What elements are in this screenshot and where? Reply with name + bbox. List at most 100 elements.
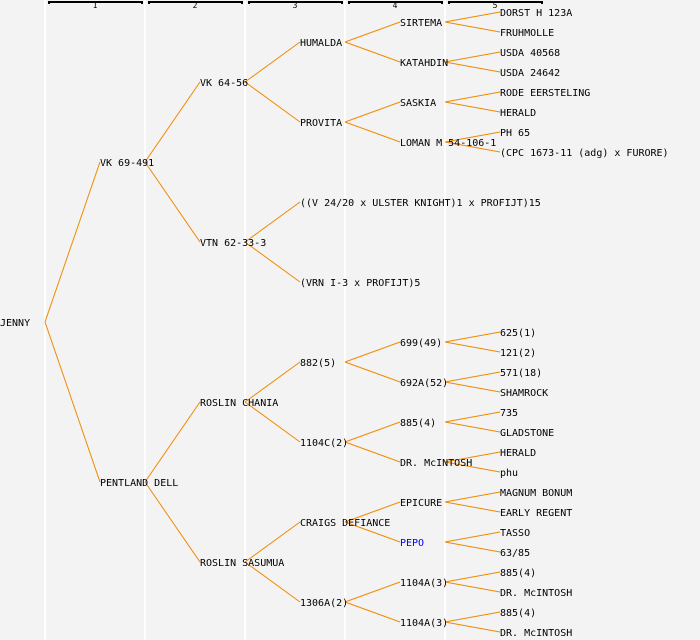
pedigree-node: 1104A(3) xyxy=(400,578,449,589)
pedigree-node: VTN 62-33-3 xyxy=(200,238,267,249)
pedigree-link[interactable]: PEPO xyxy=(400,538,425,549)
pedigree-node: 735 xyxy=(500,408,519,419)
pedigree-connector xyxy=(344,501,401,523)
pedigree-node: USDA 24642 xyxy=(500,68,561,79)
pedigree-connector xyxy=(244,81,301,123)
pedigree-node: 699(49) xyxy=(400,338,443,349)
pedigree-connector xyxy=(44,321,101,483)
column-separator xyxy=(344,0,346,640)
pedigree-connector xyxy=(344,341,401,363)
pedigree-connector xyxy=(244,561,301,603)
pedigree-connector xyxy=(444,371,501,383)
pedigree-connector xyxy=(444,21,501,33)
pedigree-connector xyxy=(444,141,501,153)
pedigree-connector xyxy=(344,361,401,383)
pedigree-node: PENTLAND DELL xyxy=(100,478,179,489)
pedigree-node: 882(5) xyxy=(300,358,337,369)
pedigree-node: JENNY xyxy=(0,318,31,329)
pedigree-connector xyxy=(144,161,201,243)
pedigree-connector xyxy=(244,521,301,563)
pedigree-node: KATAHDIN xyxy=(400,58,449,69)
pedigree-connector xyxy=(244,361,301,403)
pedigree-node: 625(1) xyxy=(500,328,537,339)
pedigree-node: 1104A(3) xyxy=(400,618,449,629)
pedigree-node: RODE EERSTELING xyxy=(500,88,591,99)
pedigree-node: USDA 40568 xyxy=(500,48,561,59)
pedigree-node: ROSLIN SASUMUA xyxy=(200,558,285,569)
pedigree-connector xyxy=(444,571,501,583)
pedigree-node: VK 64-56 xyxy=(200,78,249,89)
pedigree-connector xyxy=(444,411,501,423)
pedigree-connector xyxy=(344,421,401,443)
pedigree-connector xyxy=(444,331,501,343)
pedigree-connector xyxy=(444,51,501,63)
pedigree-node: TASSO xyxy=(500,528,531,539)
pedigree-node: DR. McINTOSH xyxy=(500,628,573,639)
pedigree-node: SHAMROCK xyxy=(500,388,549,399)
pedigree-node: 63/85 xyxy=(500,548,531,559)
pedigree-node: (CPC 1673-11 (adg) x FURORE) xyxy=(500,148,669,159)
generation-number: 2 xyxy=(192,1,198,10)
generation-number: 1 xyxy=(92,1,98,10)
pedigree-connector xyxy=(444,451,501,463)
generation-bracket xyxy=(348,1,443,4)
pedigree-connector xyxy=(444,491,501,503)
pedigree-node: PH 65 xyxy=(500,128,531,139)
pedigree-node: 1306A(2) xyxy=(300,598,349,609)
pedigree-node: ((V 24/20 x ULSTER KNIGHT)1 x PROFIJT)15 xyxy=(300,198,541,209)
pedigree-connector xyxy=(444,131,501,143)
pedigree-node: LOMAN M 54-106-1 xyxy=(400,138,497,149)
pedigree-node: 1104C(2) xyxy=(300,438,349,449)
pedigree-connector xyxy=(444,611,501,623)
pedigree-node: HERALD xyxy=(500,108,537,119)
pedigree-connector xyxy=(144,81,201,163)
pedigree-node: ROSLIN CHANIA xyxy=(200,398,279,409)
pedigree-connector xyxy=(244,401,301,443)
pedigree-node: HERALD xyxy=(500,448,537,459)
pedigree-connector xyxy=(44,161,101,323)
pedigree-node: EPICURE xyxy=(400,498,443,509)
pedigree-node: 121(2) xyxy=(500,348,537,359)
pedigree-connector xyxy=(344,121,401,143)
pedigree-connector xyxy=(444,581,501,593)
pedigree-node: EARLY REGENT xyxy=(500,508,573,519)
column-separator xyxy=(44,0,46,640)
generation-bracket xyxy=(48,1,143,4)
pedigree-connector xyxy=(344,441,401,463)
pedigree-node: DORST H 123A xyxy=(500,8,573,19)
pedigree-node: PROVITA xyxy=(300,118,343,129)
pedigree-node: 885(4) xyxy=(500,568,537,579)
pedigree-connector xyxy=(244,41,301,83)
pedigree-connector xyxy=(344,41,401,63)
generation-number: 5 xyxy=(492,1,498,10)
pedigree-node: FRUHMOLLE xyxy=(500,28,555,39)
pedigree-connector xyxy=(444,91,501,103)
pedigree-connector xyxy=(444,341,501,353)
pedigree-connector xyxy=(344,581,401,603)
pedigree-node: phu xyxy=(500,468,519,479)
pedigree-connector xyxy=(444,501,501,513)
pedigree-connector xyxy=(344,521,401,543)
pedigree-node: 571(18) xyxy=(500,368,543,379)
pedigree-node: HUMALDA xyxy=(300,38,343,49)
pedigree-node: SIRTEMA xyxy=(400,18,443,29)
pedigree-connector xyxy=(444,11,501,23)
column-separator xyxy=(144,0,146,640)
pedigree-node: GLADSTONE xyxy=(500,428,555,439)
pedigree-node: 885(4) xyxy=(500,608,537,619)
pedigree-node: DR. McINTOSH xyxy=(500,588,573,599)
pedigree-connector xyxy=(144,401,201,483)
generation-number: 4 xyxy=(392,1,398,10)
generation-number: 3 xyxy=(292,1,298,10)
pedigree-node: (VRN I-3 x PROFIJT)5 xyxy=(300,278,421,289)
pedigree-connector xyxy=(244,201,301,243)
generation-bracket xyxy=(448,1,543,4)
pedigree-connector xyxy=(444,531,501,543)
pedigree-node: 885(4) xyxy=(400,418,437,429)
generation-bracket xyxy=(148,1,243,4)
pedigree-node: VK 69-491 xyxy=(100,158,155,169)
pedigree-connector xyxy=(344,601,401,623)
column-separator xyxy=(244,0,246,640)
pedigree-connector xyxy=(344,101,401,123)
pedigree-connector xyxy=(244,241,301,283)
